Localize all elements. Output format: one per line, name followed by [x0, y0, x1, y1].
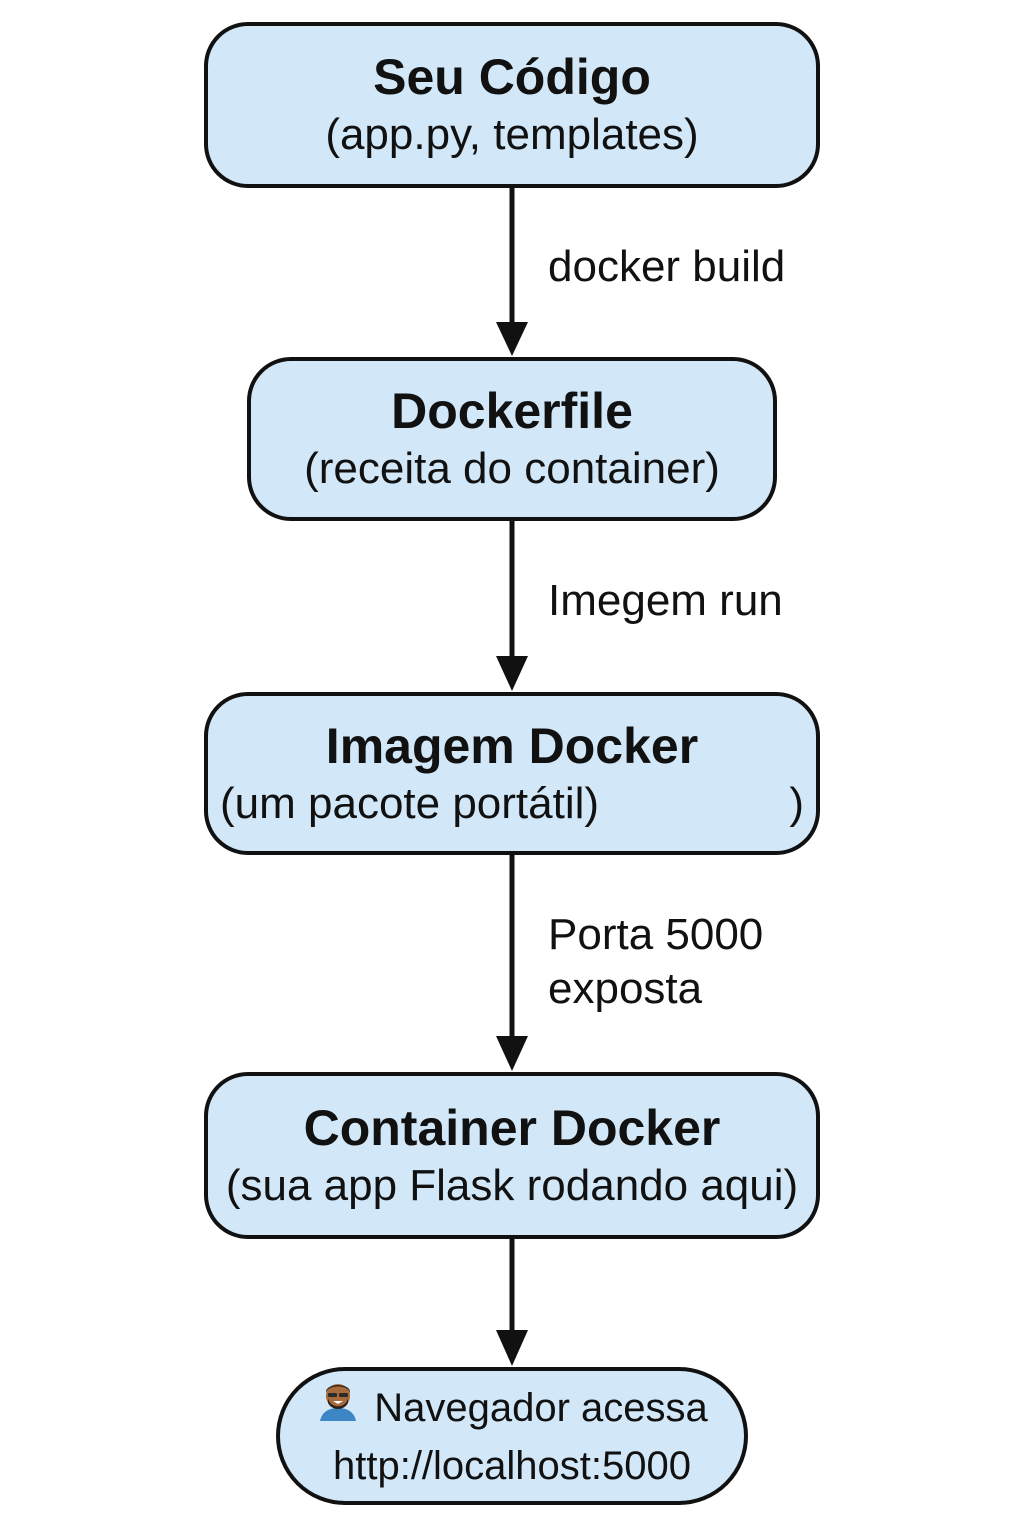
arrowhead-image-to-container	[496, 1036, 528, 1071]
node-subtitle: (receita do container)	[304, 444, 720, 493]
node-navegador: Navegador acessa http://localhost:5000	[276, 1367, 748, 1505]
arrowhead-container-to-browser	[496, 1330, 528, 1366]
edge-label-port-line2: exposta	[548, 964, 703, 1013]
node-seu-codigo: Seu Código (app.py, templates)	[204, 22, 820, 188]
arrowhead-code-to-dockerfile	[496, 322, 528, 356]
edge-label-port-line1: Porta 5000	[548, 910, 764, 959]
node-container-docker: Container Docker (sua app Flask rodando …	[204, 1072, 820, 1239]
node-dockerfile: Dockerfile (receita do container)	[247, 357, 777, 521]
node-imagem-docker: Imagem Docker (um pacote portátil) )	[204, 692, 820, 855]
person-icon	[316, 1379, 360, 1438]
browser-url: http://localhost:5000	[332, 1443, 692, 1488]
node-subtitle: (sua app Flask rodando aqui)	[225, 1160, 799, 1210]
arrowhead-dockerfile-to-image	[496, 656, 528, 691]
node-subtitle: (um pacote portátil) )	[208, 776, 816, 832]
node-title: Dockerfile	[391, 383, 633, 439]
node-subtitle-text: (um pacote portátil)	[220, 778, 600, 828]
node-title: Seu Código	[373, 49, 651, 105]
edge-label-build: docker build	[548, 242, 786, 291]
browser-line-1-text: Navegador acessa	[374, 1386, 708, 1430]
edge-label-port: Porta 5000 exposta	[548, 908, 763, 1016]
browser-line-1: Navegador acessa	[316, 1379, 708, 1438]
node-title: Imagem Docker	[325, 717, 699, 774]
edge-label-run: Imegem run	[548, 576, 783, 625]
node-subtitle-stray-paren: )	[789, 778, 804, 828]
node-title: Container Docker	[303, 1099, 721, 1156]
node-subtitle: (app.py, templates)	[325, 110, 699, 159]
